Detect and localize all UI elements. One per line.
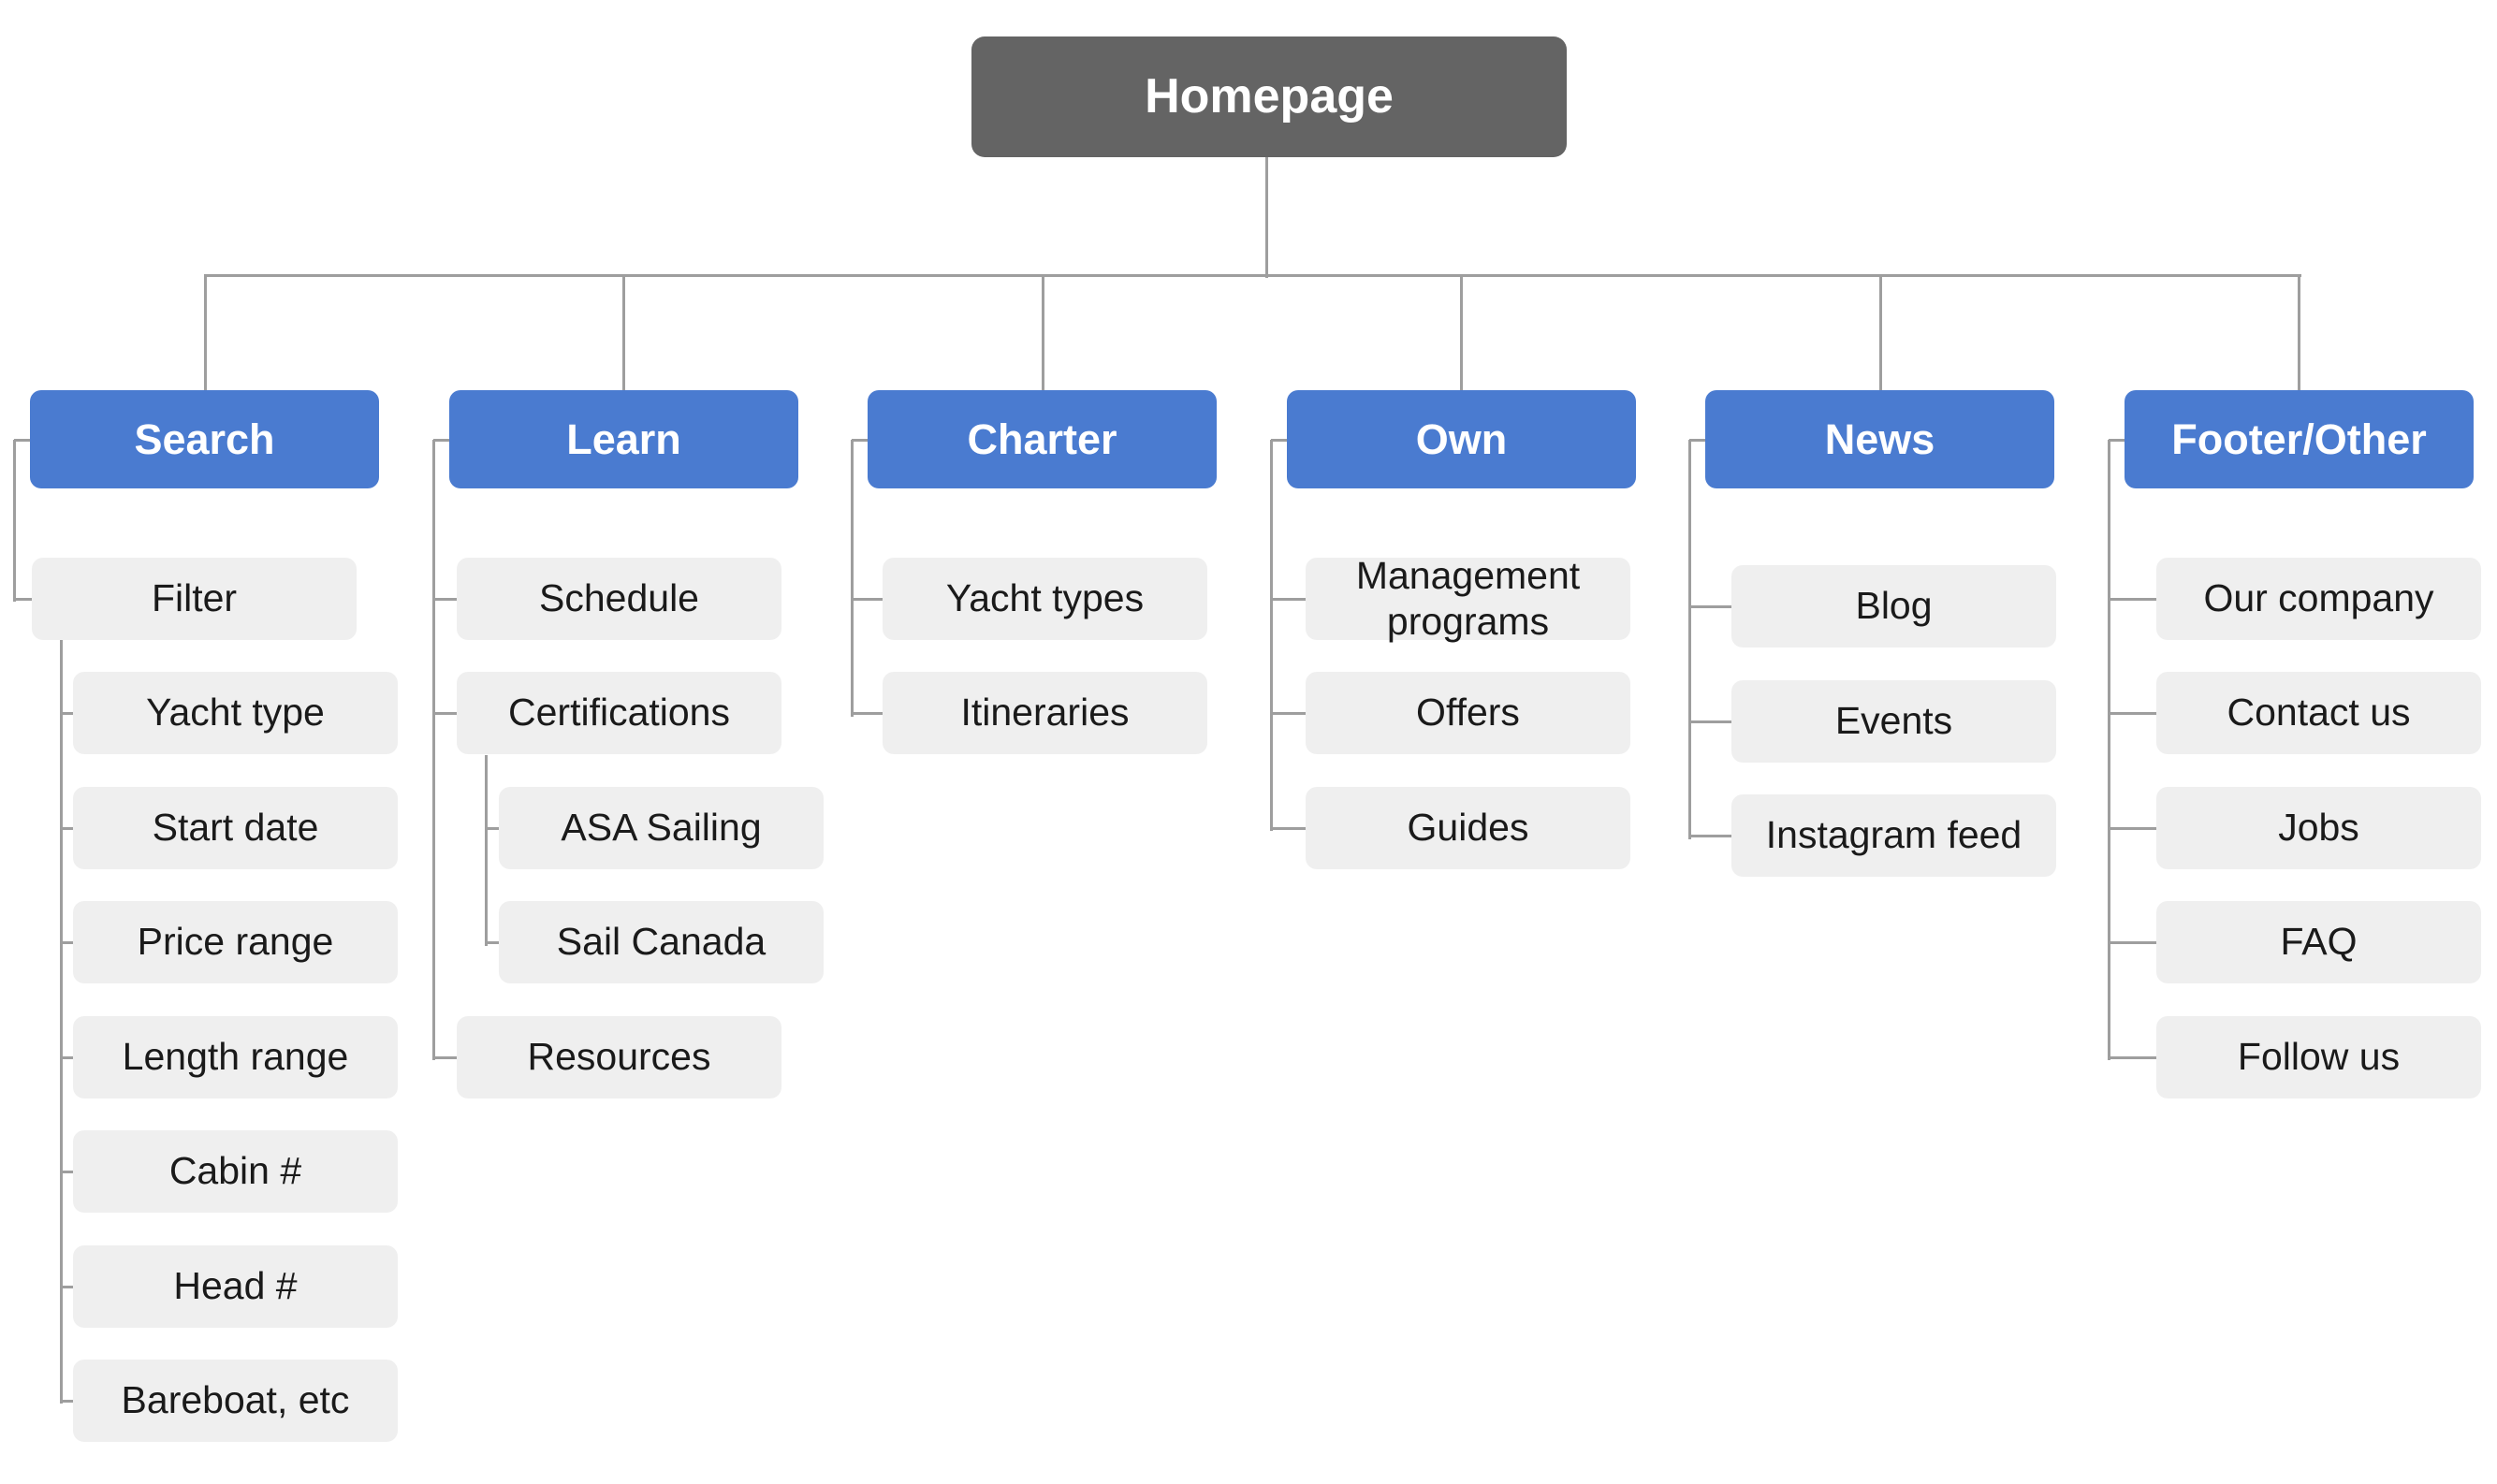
category-stub-line [1689, 439, 1708, 442]
child-connector [61, 941, 77, 944]
node-head: Head # [73, 1245, 398, 1328]
category-news: News [1705, 390, 2054, 488]
node-instagram-feed: Instagram feed [1731, 794, 2056, 877]
node-sail-canada: Sail Canada [499, 901, 824, 983]
category-spine-line [1270, 440, 1273, 831]
node-faq: FAQ [2156, 901, 2481, 983]
category-connector [622, 275, 625, 393]
category-spine-line [13, 440, 16, 602]
item-connector [1689, 835, 1733, 837]
item-connector [2109, 712, 2159, 715]
category-stub-line [852, 439, 870, 442]
node-filter: Filter [32, 558, 357, 640]
item-connector [1689, 605, 1733, 608]
item-connector [2109, 1056, 2159, 1059]
node-contact-us: Contact us [2156, 672, 2481, 754]
node-length-range: Length range [73, 1016, 398, 1098]
node-our-company: Our company [2156, 558, 2481, 640]
child-connector [61, 1286, 77, 1288]
item-connector [433, 712, 460, 715]
child-spine-line [485, 755, 488, 946]
node-events: Events [1731, 680, 2056, 763]
category-spine-line [2108, 440, 2110, 1060]
node-blog: Blog [1731, 565, 2056, 647]
root-connector [1265, 157, 1268, 278]
node-asa-sailing: ASA Sailing [499, 787, 824, 869]
category-learn: Learn [449, 390, 798, 488]
homepage-node: Homepage [971, 36, 1567, 157]
category-spine-line [432, 440, 435, 1060]
category-connector [2298, 275, 2300, 393]
child-connector [61, 1056, 77, 1059]
item-connector [2109, 598, 2159, 601]
node-cabin: Cabin # [73, 1130, 398, 1213]
child-spine-line [60, 640, 63, 1404]
category-charter: Charter [868, 390, 1217, 488]
item-connector [433, 1056, 460, 1059]
category-bus-line [204, 274, 2301, 277]
node-schedule: Schedule [457, 558, 781, 640]
node-follow-us: Follow us [2156, 1016, 2481, 1098]
item-connector [1271, 598, 1308, 601]
item-connector [1689, 720, 1733, 723]
item-connector [852, 712, 884, 715]
item-connector [1271, 712, 1308, 715]
item-connector [1271, 827, 1308, 830]
category-stub-line [1271, 439, 1290, 442]
node-jobs: Jobs [2156, 787, 2481, 869]
category-spine-line [851, 440, 854, 717]
child-connector [486, 827, 502, 830]
child-connector [61, 712, 77, 715]
node-certifications: Certifications [457, 672, 781, 754]
item-connector [433, 598, 460, 601]
category-connector [1460, 275, 1463, 393]
category-connector [204, 275, 207, 393]
node-price-range: Price range [73, 901, 398, 983]
node-resources: Resources [457, 1016, 781, 1098]
category-search: Search [30, 390, 379, 488]
category-stub-line [433, 439, 452, 442]
node-offers: Offers [1306, 672, 1630, 754]
child-connector [486, 941, 502, 944]
node-guides: Guides [1306, 787, 1630, 869]
category-own: Own [1287, 390, 1636, 488]
node-management-programs: Management programs [1306, 554, 1630, 643]
node-start-date: Start date [73, 787, 398, 869]
child-connector [61, 1171, 77, 1173]
node-yacht-type: Yacht type [73, 672, 398, 754]
child-connector [61, 1400, 77, 1403]
category-stub-line [2109, 439, 2127, 442]
category-connector [1879, 275, 1882, 393]
category-spine-line [1688, 440, 1691, 839]
item-connector [2109, 941, 2159, 944]
item-connector [14, 598, 35, 601]
node-yacht-types: Yacht types [883, 558, 1207, 640]
category-footer-other: Footer/Other [2125, 390, 2474, 488]
item-connector [2109, 827, 2159, 830]
category-stub-line [14, 439, 33, 442]
node-itineraries: Itineraries [883, 672, 1207, 754]
node-bareboat-etc: Bareboat, etc [73, 1360, 398, 1442]
item-connector [852, 598, 884, 601]
category-connector [1042, 275, 1044, 393]
child-connector [61, 827, 77, 830]
